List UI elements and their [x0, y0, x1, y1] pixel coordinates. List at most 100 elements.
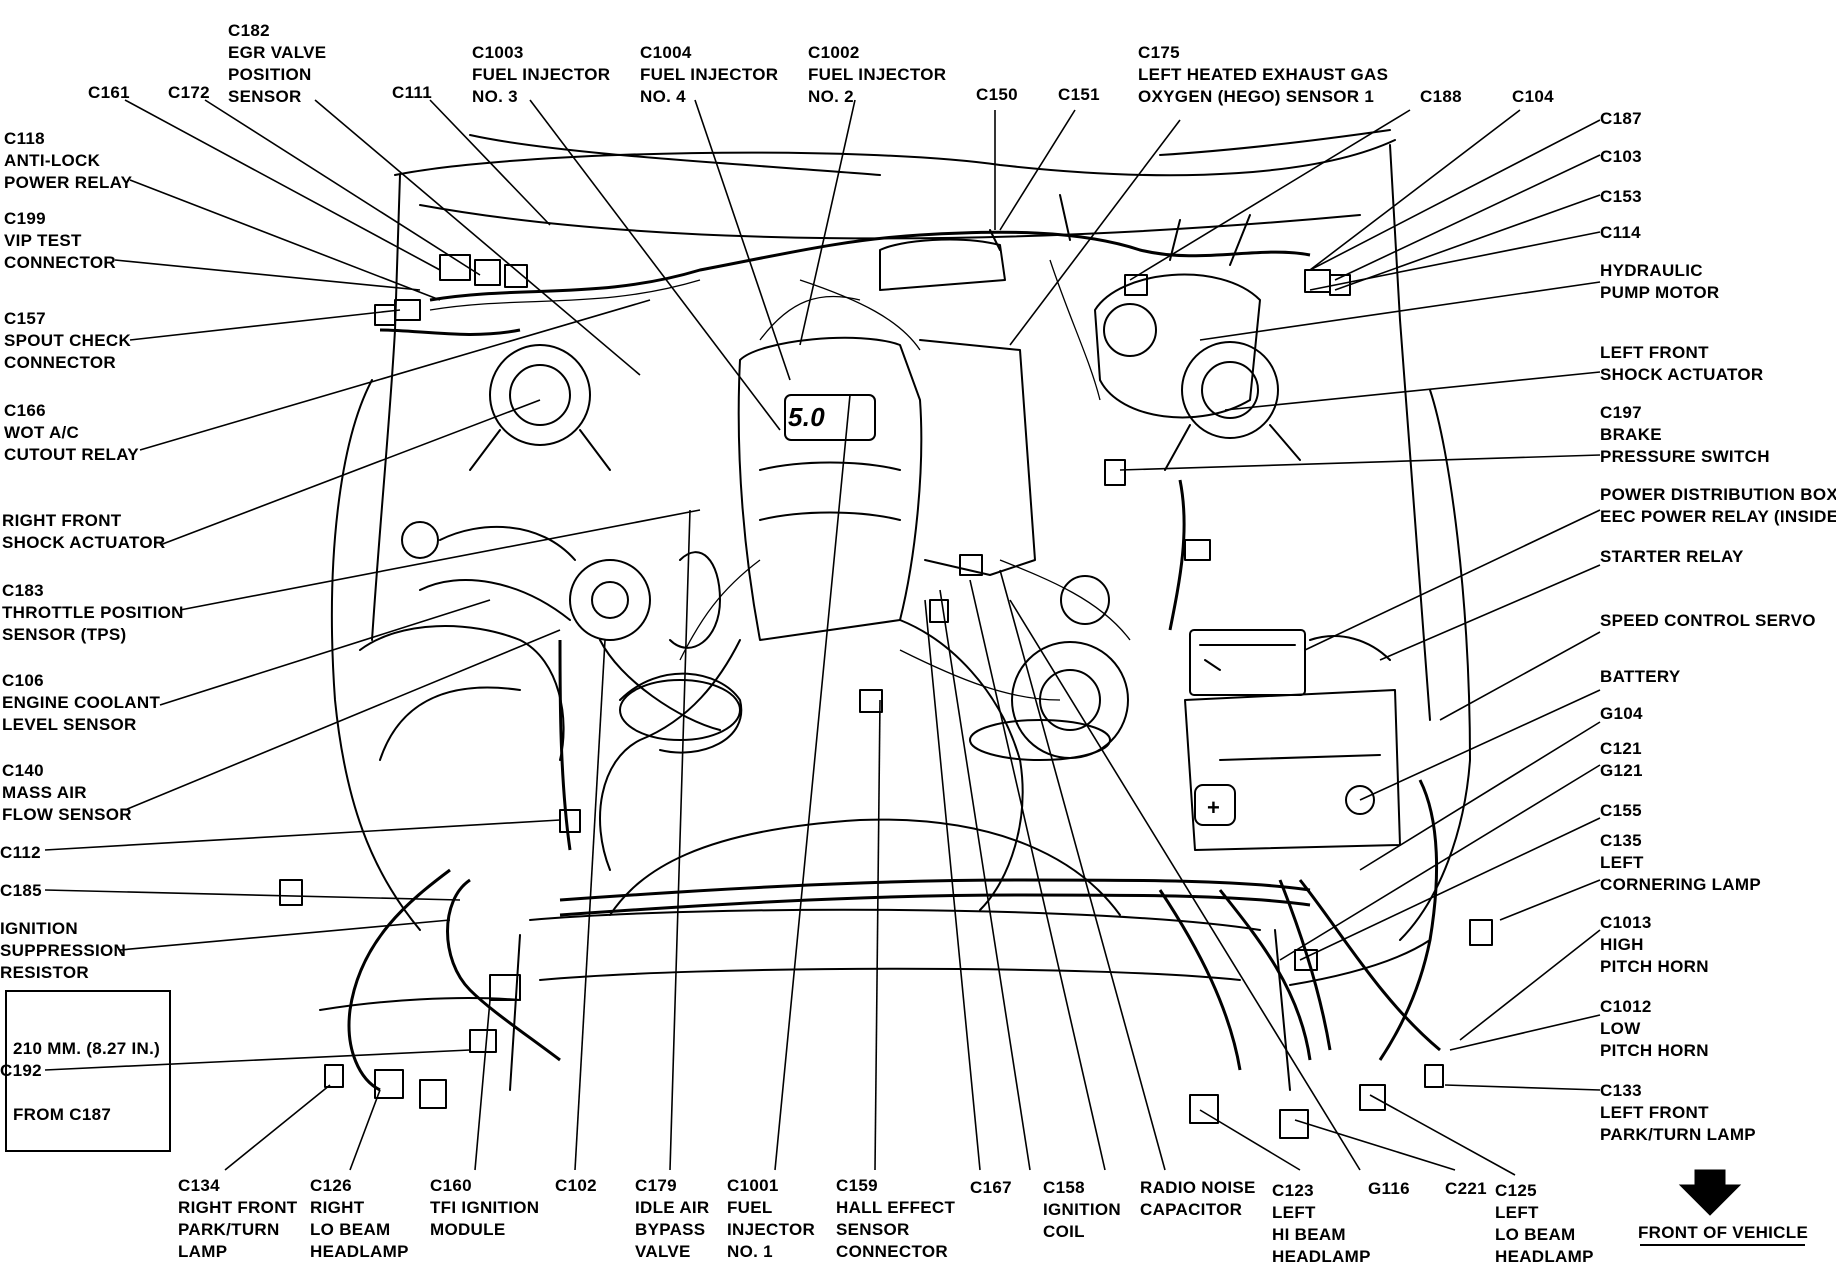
label-c199-line: VIP TEST — [4, 231, 82, 250]
label-c140-line: MASS AIR — [2, 783, 87, 802]
label-starter-line: STARTER RELAY — [1600, 547, 1744, 566]
label-c118-line: POWER RELAY — [4, 173, 133, 192]
label-c1012-line: PITCH HORN — [1600, 1041, 1709, 1060]
label-rfshock-line: SHOCK ACTUATOR — [2, 533, 166, 552]
label-c159-line: C159 — [836, 1176, 878, 1195]
label-c1004-line: FUEL INJECTOR — [640, 65, 779, 84]
label-c106-line: ENGINE COOLANT — [2, 693, 161, 712]
label-pdb-line: EEC POWER RELAY (INSIDE) — [1600, 507, 1836, 526]
label-c160-line: MODULE — [430, 1220, 506, 1239]
engine-block — [599, 194, 1071, 911]
label-front: FRONT OF VEHICLE — [1638, 1222, 1808, 1244]
label-c1002-line: FUEL INJECTOR — [808, 65, 947, 84]
label-c150: C150 — [976, 84, 1018, 106]
label-c155-line: C155 — [1600, 801, 1642, 820]
wiring-detail — [429, 259, 1131, 701]
label-c182-line: C182 — [228, 21, 270, 40]
label-c159-line: HALL EFFECT — [836, 1198, 956, 1217]
label-c1003-line: C1003 — [472, 43, 524, 62]
label-c1003-line: FUEL INJECTOR — [472, 65, 611, 84]
label-c182-line: EGR VALVE — [228, 43, 327, 62]
label-c153-line: C153 — [1600, 187, 1642, 206]
label-c159-line: CONNECTOR — [836, 1242, 948, 1261]
label-c158-line: COIL — [1043, 1222, 1085, 1241]
label-c151-line: C151 — [1058, 85, 1100, 104]
label-g104: G104 — [1600, 703, 1643, 725]
label-c167: C167 — [970, 1177, 1012, 1199]
label-radio-line: RADIO NOISE — [1140, 1178, 1256, 1197]
label-c102-line: C102 — [555, 1176, 597, 1195]
label-c185: C185 — [0, 880, 42, 902]
label-c111: C111 — [392, 82, 432, 104]
left-strut-tower — [1164, 341, 1301, 471]
engine-size-badge: 5.0 — [788, 402, 826, 432]
label-c133-line: C133 — [1600, 1081, 1642, 1100]
power-distribution-box — [1189, 629, 1391, 696]
hydraulic-unit — [1094, 214, 1261, 419]
label-c167-line: C167 — [970, 1178, 1012, 1197]
label-c175-line: LEFT HEATED EXHAUST GAS — [1138, 65, 1389, 84]
label-c158-line: IGNITION — [1043, 1200, 1121, 1219]
label-c135-line: LEFT — [1600, 853, 1644, 872]
label-battery: BATTERY — [1600, 666, 1680, 688]
label-c134-line: C134 — [178, 1176, 220, 1195]
label-c140-line: FLOW SENSOR — [2, 805, 132, 824]
label-c134-line: PARK/TURN — [178, 1220, 280, 1239]
label-c197-line: PRESSURE SWITCH — [1600, 447, 1770, 466]
label-hydpump-line: HYDRAULIC — [1600, 261, 1703, 280]
svg-text:+: + — [1207, 795, 1220, 820]
label-lfshock-line: LEFT FRONT — [1600, 343, 1709, 362]
label-c123-line: HI BEAM — [1272, 1225, 1346, 1244]
label-c1001-line: FUEL — [727, 1198, 773, 1217]
label-starter: STARTER RELAY — [1600, 546, 1744, 568]
label-c157-line: SPOUT CHECK — [4, 331, 132, 350]
label-hydpump-line: PUMP MOTOR — [1600, 283, 1720, 302]
label-c166-line: CUTOUT RELAY — [4, 445, 139, 464]
label-c161: C161 — [88, 82, 130, 104]
label-c114: C114 — [1600, 222, 1641, 244]
label-c157-line: C157 — [4, 309, 46, 328]
label-g104-line: G104 — [1600, 704, 1643, 723]
label-c199-line: C199 — [4, 209, 46, 228]
label-c160-line: TFI IGNITION — [430, 1198, 540, 1217]
pulleys — [619, 575, 1129, 761]
label-c153: C153 — [1600, 186, 1642, 208]
compartment-outline — [319, 129, 1471, 1091]
label-c1013-line: PITCH HORN — [1600, 957, 1709, 976]
label-c192: C192 — [0, 1060, 42, 1082]
label-c1002-line: NO. 2 — [808, 87, 854, 106]
label-c179-line: VALVE — [635, 1242, 691, 1261]
label-c123-line: LEFT — [1272, 1203, 1316, 1222]
label-c150-line: C150 — [976, 85, 1018, 104]
label-c172-line: C172 — [168, 83, 210, 102]
label-c1002-line: C1002 — [808, 43, 860, 62]
label-c125-line: LO BEAM — [1495, 1225, 1576, 1244]
label-c1001-line: NO. 1 — [727, 1242, 773, 1261]
label-ignsup-line: IGNITION — [0, 919, 78, 938]
label-c199-line: CONNECTOR — [4, 253, 116, 272]
label-lfshock-line: SHOCK ACTUATOR — [1600, 365, 1764, 384]
label-c160-line: C160 — [430, 1176, 472, 1195]
down-arrow-icon — [1678, 1169, 1742, 1216]
label-c121-line: G121 — [1600, 761, 1643, 780]
connectors — [279, 254, 1493, 1139]
label-c188-line: C188 — [1420, 87, 1462, 106]
